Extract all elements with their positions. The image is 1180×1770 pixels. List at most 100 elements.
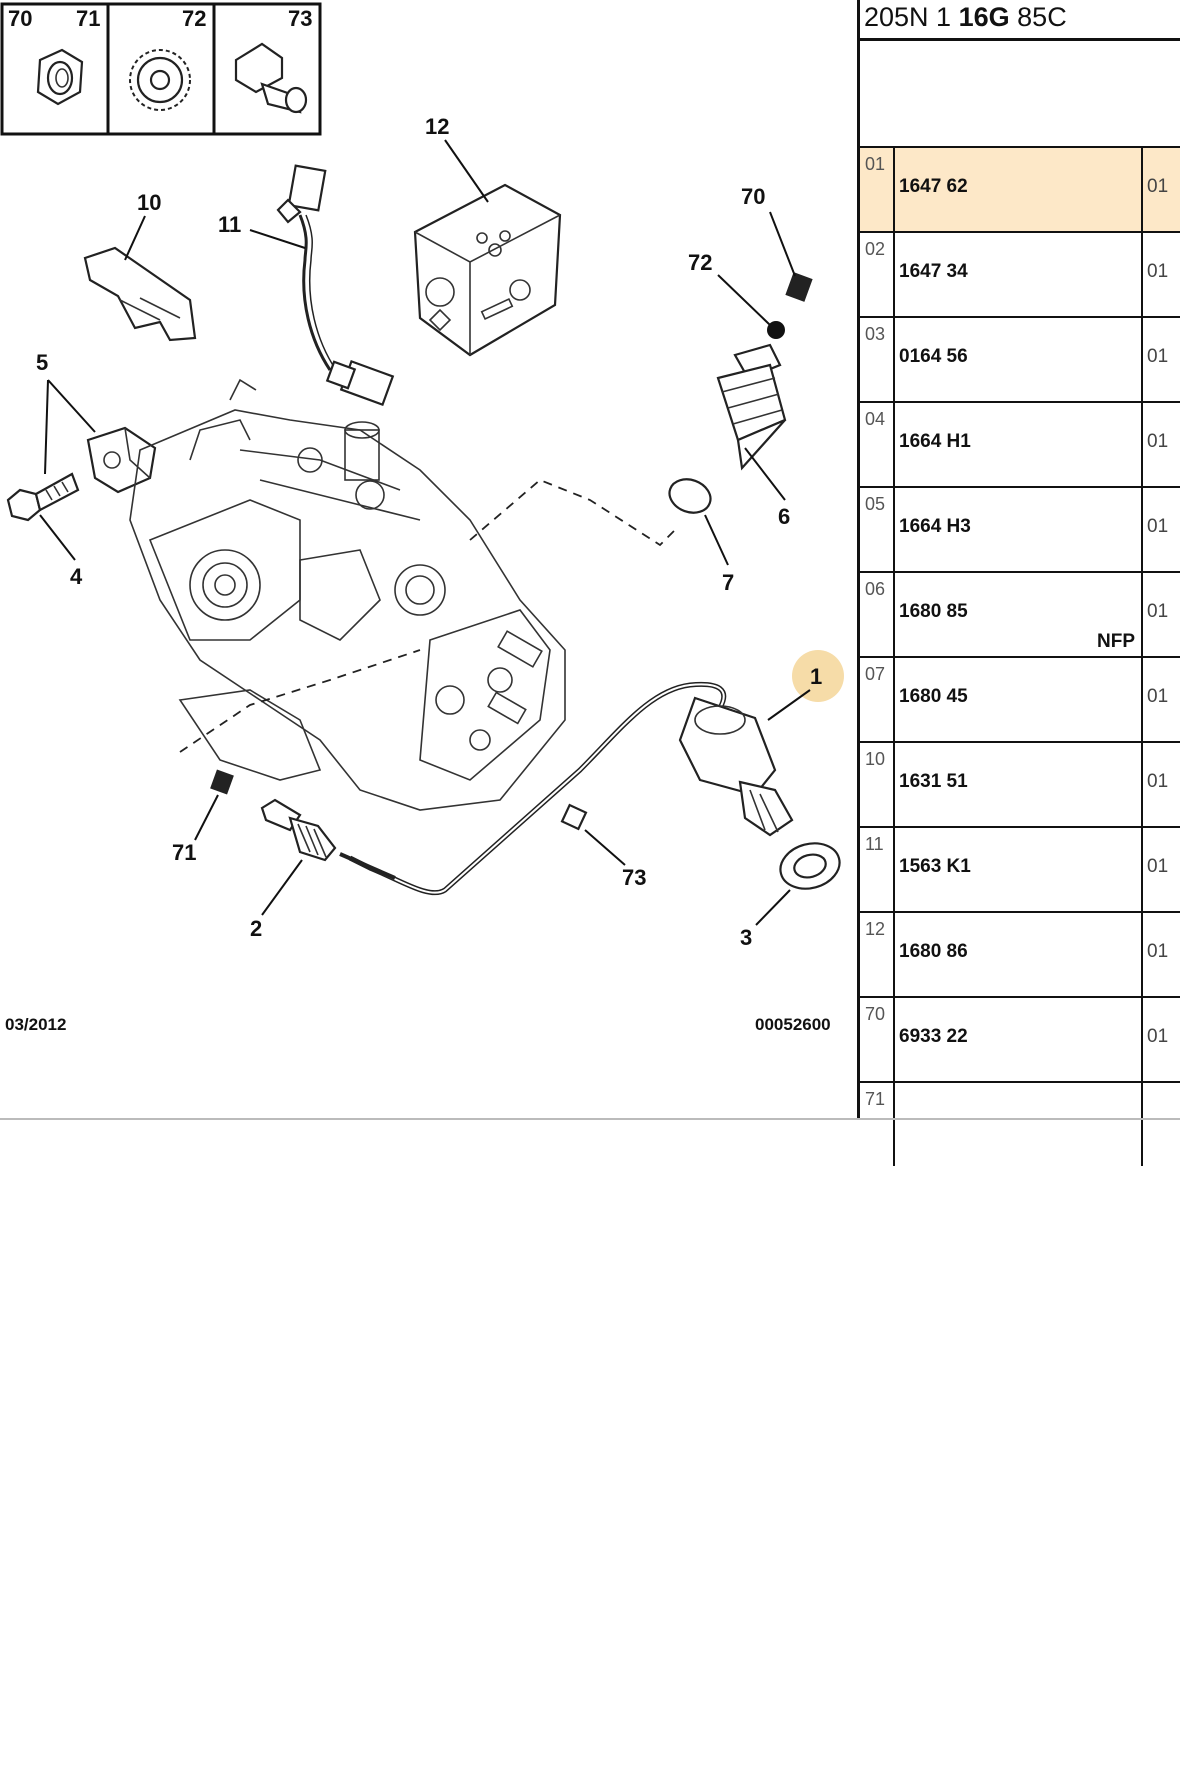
legend-label-71: 71: [76, 6, 100, 31]
o-ring-part-7: [668, 478, 712, 514]
column-divider: [893, 998, 895, 1081]
row-index: 06: [865, 579, 886, 599]
part-quantity: 01: [1147, 686, 1169, 707]
hardware-legend-box: 70 71 72 73: [0, 2, 322, 136]
row-index: 04: [865, 409, 886, 429]
header-rule: [860, 38, 1180, 41]
row-index: 10: [865, 749, 886, 769]
row-index: 05: [865, 494, 886, 514]
column-divider: [893, 233, 895, 316]
column-divider: [1141, 658, 1143, 741]
part-quantity: 01: [1147, 941, 1169, 962]
header-engine: 16G: [958, 2, 1010, 32]
column-divider: [1141, 573, 1143, 656]
column-divider: [893, 148, 895, 231]
table-row[interactable]: 03 0164 56 01: [860, 316, 1180, 401]
part-reference: 0164 56: [899, 346, 968, 367]
column-divider: [893, 743, 895, 826]
row-index: 11: [865, 834, 884, 854]
part-reference: 1631 51: [899, 771, 968, 792]
header-model: 205N 1: [864, 2, 952, 32]
stop-solenoid-part-6: [716, 272, 813, 471]
callout-1: 1: [810, 664, 822, 689]
callout-10: 10: [137, 190, 161, 215]
part-reference: 1563 K1: [899, 856, 971, 877]
part-reference: 1647 34: [899, 261, 968, 282]
highlight-bubble: [792, 650, 844, 702]
callout-6: 6: [778, 504, 790, 529]
hex-nut-icon: [36, 48, 84, 106]
table-row[interactable]: 05 1664 H3 01: [860, 486, 1180, 571]
column-divider: [893, 403, 895, 486]
callout-2: 2: [250, 916, 262, 941]
callout-3: 3: [740, 925, 752, 950]
table-row[interactable]: 71: [860, 1081, 1180, 1166]
column-divider: [893, 573, 895, 656]
column-divider: [1141, 828, 1143, 911]
column-divider: [893, 658, 895, 741]
column-divider: [893, 1083, 895, 1166]
part-reference: 1680 45: [899, 686, 968, 707]
banjo-bolt-part-2: [260, 798, 396, 880]
column-divider: [893, 488, 895, 571]
column-divider: [1141, 403, 1143, 486]
part-quantity: 01: [1147, 261, 1169, 282]
diagram-reference: 00052600: [755, 1015, 831, 1034]
injection-pump-body: [129, 378, 566, 811]
legend-label-72: 72: [182, 6, 206, 31]
cable-clip-icon: [234, 42, 308, 114]
callout-12: 12: [425, 114, 449, 139]
part-reference: 1647 62: [899, 176, 968, 197]
row-index: 07: [865, 664, 886, 684]
table-row[interactable]: 07 1680 45 01: [860, 656, 1180, 741]
callout-70-top: 70: [741, 184, 765, 209]
part-reference: 6933 22: [899, 1026, 968, 1047]
part-reference: 1664 H1: [899, 431, 971, 452]
callout-71: 71: [172, 840, 196, 865]
row-index: 03: [865, 324, 886, 344]
part-reference: 1664 H3: [899, 516, 971, 537]
column-divider: [1141, 913, 1143, 996]
seal-part-71: [210, 769, 234, 795]
bracket-part-10: [83, 246, 197, 342]
part-quantity: 01: [1147, 856, 1169, 877]
part-quantity: 01: [1147, 346, 1169, 367]
column-divider: [1141, 148, 1143, 231]
callout-73: 73: [622, 865, 646, 890]
row-index: 02: [865, 239, 886, 259]
column-divider: [1141, 998, 1143, 1081]
column-divider: [1141, 743, 1143, 826]
part-quantity: 01: [1147, 1026, 1169, 1047]
fork-bolt-part-4-5: [6, 426, 157, 522]
column-divider: [1141, 233, 1143, 316]
sensor-part-1: [348, 681, 794, 896]
table-row[interactable]: 02 1647 34 01: [860, 231, 1180, 316]
column-divider: [1141, 318, 1143, 401]
part-quantity: 01: [1147, 176, 1169, 197]
panel-divider: [857, 0, 860, 1118]
column-divider: [1141, 1083, 1143, 1166]
part-quantity: 01: [1147, 516, 1169, 537]
legend-label-73: 73: [288, 6, 312, 31]
table-row[interactable]: 04 1664 H1 01: [860, 401, 1180, 486]
callout-5: 5: [36, 350, 48, 375]
column-divider: [893, 828, 895, 911]
clip-part-73: [560, 803, 588, 831]
washer-part-3: [779, 842, 841, 890]
callout-72: 72: [688, 250, 712, 275]
exploded-parts-diagram: 70 71 72 73 10: [0, 2, 844, 1034]
callout-11: 11: [218, 212, 241, 237]
callout-4: 4: [70, 564, 83, 589]
vehicle-header: 205N 1 16G 85C: [862, 0, 1180, 38]
table-row[interactable]: 11 1563 K1 01: [860, 826, 1180, 911]
column-divider: [893, 318, 895, 401]
header-code: 85C: [1017, 2, 1067, 32]
page-bottom-rule: [0, 1118, 1180, 1120]
diagram-date: 03/2012: [5, 1015, 66, 1034]
part-quantity: 01: [1147, 431, 1169, 452]
